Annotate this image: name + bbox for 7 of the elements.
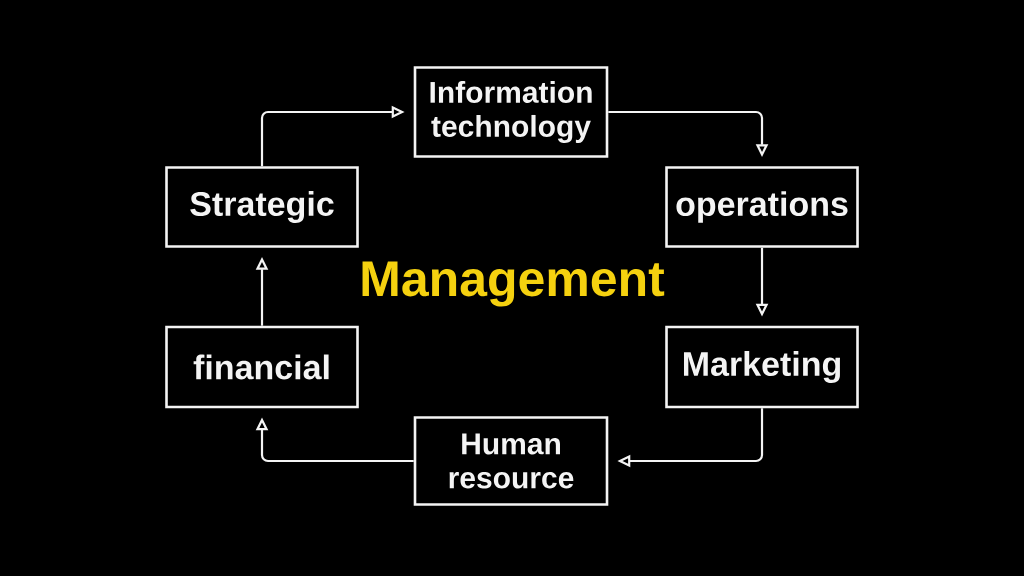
- process-box: operations: [665, 166, 859, 248]
- process-box: financial: [165, 325, 359, 409]
- title: Management: [362, 261, 665, 307]
- process-box: Information technology: [413, 66, 609, 158]
- process-box: Marketing: [665, 325, 859, 409]
- process-box: Strategic: [165, 166, 359, 248]
- process-box: Human resource: [413, 416, 609, 506]
